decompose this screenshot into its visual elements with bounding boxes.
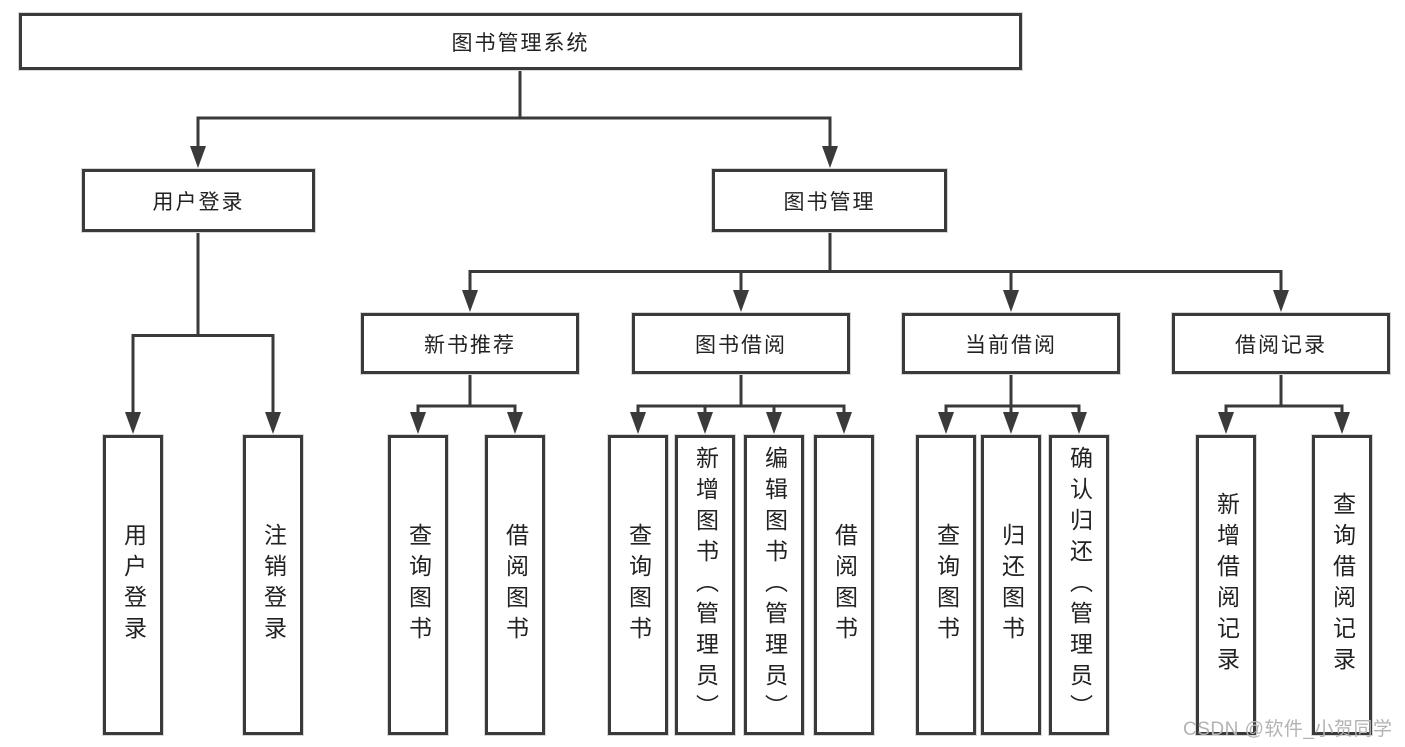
arrowhead xyxy=(265,412,281,434)
node-leaf-logout: 注销登录 xyxy=(243,435,303,735)
arrowhead xyxy=(1334,412,1350,434)
arrowhead xyxy=(190,146,206,168)
node-label: 查询借阅记录 xyxy=(1329,492,1356,678)
node-label: 借阅图书 xyxy=(502,523,529,647)
node-leaf-borrow-books-borrowing: 借阅图书 xyxy=(814,435,874,735)
node-label: 编辑图书（管理员） xyxy=(761,445,788,725)
node-leaf-query-books-current: 查询图书 xyxy=(916,435,976,735)
arrowhead xyxy=(507,412,523,434)
node-leaf-query-borrow-record: 查询借阅记录 xyxy=(1312,435,1372,735)
connector-user-login-group xyxy=(131,232,275,413)
node-label: 用户登录 xyxy=(152,190,245,214)
arrowhead xyxy=(1071,412,1087,434)
node-user-login: 用户登录 xyxy=(82,169,315,232)
connector-book-borrowing-group xyxy=(636,374,846,413)
arrowhead xyxy=(1273,290,1289,312)
arrowhead xyxy=(125,412,141,434)
node-label: 用户登录 xyxy=(120,523,147,647)
connector-root xyxy=(196,69,832,151)
node-label: 图书借阅 xyxy=(695,333,787,357)
node-label: 图书管理系统 xyxy=(451,31,590,55)
connector-borrow-records-group xyxy=(1224,374,1344,413)
node-leaf-edit-books-admin: 编辑图书（管理员） xyxy=(744,435,804,735)
arrowhead xyxy=(938,412,954,434)
arrowhead xyxy=(697,412,713,434)
connector-book-management-group xyxy=(468,232,1283,291)
node-label: 当前借阅 xyxy=(965,333,1057,357)
node-current-borrowing: 当前借阅 xyxy=(902,313,1120,374)
arrowhead xyxy=(766,412,782,434)
node-label: 新书推荐 xyxy=(424,333,516,357)
arrowhead xyxy=(1003,412,1019,434)
node-library-management-system: 图书管理系统 xyxy=(19,13,1022,70)
arrowhead xyxy=(733,290,749,312)
node-leaf-return-books: 归还图书 xyxy=(981,435,1041,735)
node-label: 归还图书 xyxy=(998,523,1025,647)
arrowhead xyxy=(836,412,852,434)
node-label: 新增图书（管理员） xyxy=(692,445,719,725)
arrowhead xyxy=(1218,412,1234,434)
csdn-watermark: CSDN @软件_小贺同学 xyxy=(1183,719,1393,740)
node-label: 确认归还（管理员） xyxy=(1066,445,1093,725)
arrowhead xyxy=(822,146,838,168)
node-label: 查询图书 xyxy=(933,523,960,647)
connector-lines xyxy=(131,69,1344,413)
node-label: 借阅记录 xyxy=(1235,333,1327,357)
node-label: 查询图书 xyxy=(625,523,652,647)
node-leaf-confirm-return-admin: 确认归还（管理员） xyxy=(1049,435,1109,735)
arrowhead xyxy=(410,412,426,434)
node-label: 注销登录 xyxy=(260,523,287,647)
node-leaf-add-books-admin: 新增图书（管理员） xyxy=(675,435,735,735)
node-borrow-records: 借阅记录 xyxy=(1172,313,1390,374)
arrowhead xyxy=(630,412,646,434)
connector-new-books-group xyxy=(416,374,517,413)
arrowheads xyxy=(125,146,1350,434)
node-new-book-recommendation: 新书推荐 xyxy=(361,313,579,374)
node-label: 图书管理 xyxy=(783,190,876,214)
node-leaf-add-borrow-record: 新增借阅记录 xyxy=(1196,435,1256,735)
node-leaf-borrow-books-newbooks: 借阅图书 xyxy=(485,435,545,735)
node-book-management: 图书管理 xyxy=(712,169,947,232)
arrowhead xyxy=(1003,290,1019,312)
arrowhead xyxy=(462,290,478,312)
node-book-borrowing: 图书借阅 xyxy=(632,313,850,374)
connector-current-borrowing-group xyxy=(944,374,1081,413)
node-label: 新增借阅记录 xyxy=(1213,492,1240,678)
node-leaf-query-books-borrowing: 查询图书 xyxy=(608,435,668,735)
node-label: 借阅图书 xyxy=(831,523,858,647)
node-leaf-user-login: 用户登录 xyxy=(103,435,163,735)
node-label: 查询图书 xyxy=(405,523,432,647)
node-leaf-query-books-newbooks: 查询图书 xyxy=(388,435,448,735)
